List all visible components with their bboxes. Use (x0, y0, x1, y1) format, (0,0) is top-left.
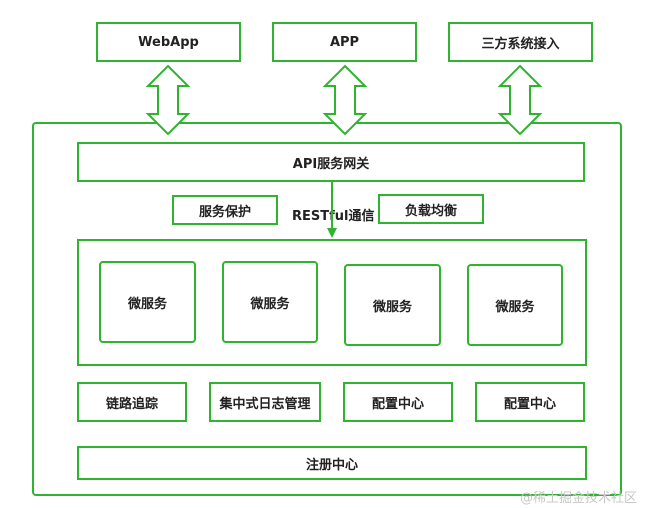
client-app-label: APP (329, 34, 360, 50)
tracing-label: 链路追踪 (105, 396, 158, 412)
double-arrow-third-party (497, 64, 543, 136)
client-third-party: 三方系统接入 (448, 22, 593, 62)
microservice-2-label: 微服务 (250, 296, 290, 312)
config-center-1: 配置中心 (343, 382, 453, 422)
client-app: APP (272, 22, 417, 62)
logging-box: 集中式日志管理 (209, 382, 321, 422)
microservice-3: 微服务 (344, 264, 441, 346)
service-protection-label: 服务保护 (198, 204, 251, 220)
gateway-connector-arrowhead (327, 228, 337, 238)
microservice-1-label: 微服务 (127, 296, 167, 312)
double-arrow-app (322, 64, 368, 136)
config-center-1-label: 配置中心 (371, 396, 424, 412)
client-webapp-label: WebApp (138, 34, 199, 50)
api-gateway-label: API服务网关 (292, 156, 370, 172)
tracing-box: 链路追踪 (77, 382, 187, 422)
microservice-2: 微服务 (222, 261, 318, 343)
microservice-3-label: 微服务 (372, 299, 412, 315)
logging-label: 集中式日志管理 (219, 396, 311, 412)
microservice-4-label: 微服务 (495, 299, 535, 315)
config-center-2: 配置中心 (475, 382, 585, 422)
microservice-1: 微服务 (99, 261, 196, 343)
load-balancing-box: 负载均衡 (378, 194, 484, 224)
double-arrow-webapp (145, 64, 191, 136)
service-protection-box: 服务保护 (172, 195, 278, 225)
load-balancing-label: 负载均衡 (404, 203, 457, 219)
registry-box: 注册中心 (77, 446, 587, 480)
watermark: @稀土掘金技术社区 (520, 491, 638, 506)
microservice-4: 微服务 (467, 264, 563, 346)
client-third-party-label: 三方系统接入 (481, 36, 560, 52)
client-webapp: WebApp (96, 22, 241, 62)
config-center-2-label: 配置中心 (503, 396, 556, 412)
registry-label: 注册中心 (305, 457, 358, 473)
api-gateway: API服务网关 (77, 142, 585, 182)
restful-label: RESTful通信 (292, 209, 375, 224)
